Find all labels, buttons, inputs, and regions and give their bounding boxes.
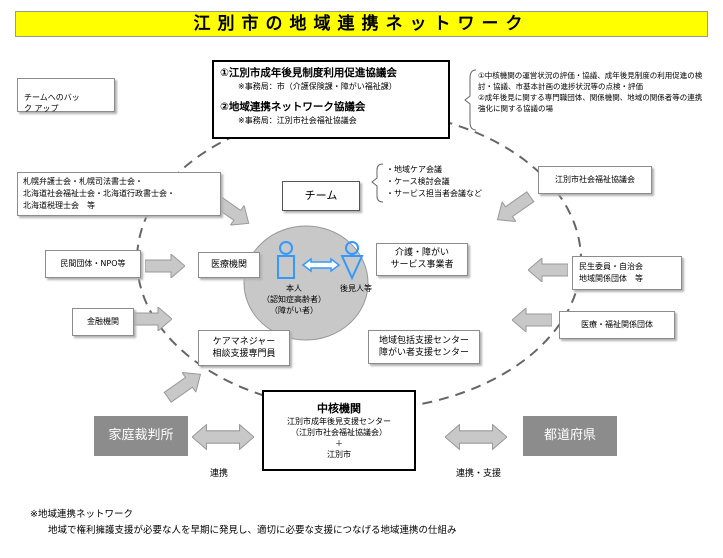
- guardian-label: 後見人等: [340, 284, 372, 293]
- social-welfare-council: 江別市社会福祉協議会: [538, 166, 652, 194]
- medical-institution: 医療機関: [198, 252, 260, 278]
- professional-associations: 札幌弁護士会・札幌司法書士会・ 北海道社会福祉士会・北海道行政書士会・ 北海道税…: [17, 172, 221, 216]
- person-label: 本人 （認知症高齢者） （障がい者）: [262, 284, 326, 315]
- footer-heading: ※地域連携ネットワーク: [30, 509, 133, 520]
- core-body: 江別市成年後見支援センター （江別市社会福祉協議会） ＋ 江別市: [287, 417, 391, 459]
- support-center: 地域包括支援センター 障がい者支援センター: [368, 330, 480, 364]
- care-manager: ケアマネジャー 相談支援専門員: [198, 330, 290, 366]
- team-label: チーム: [282, 181, 360, 211]
- financial-institutions: 金融機関: [72, 308, 134, 336]
- core-title: 中核機関: [317, 402, 361, 415]
- prefecture-link-label: 連携・支援: [456, 469, 502, 479]
- legend-label: チームへのバック アップ: [24, 93, 80, 113]
- connection-arrow: [301, 257, 341, 273]
- volunteers-groups: 民生委員・自治会 地域関係団体 等: [572, 256, 682, 290]
- council-1-office: ※事務局：市（介護保険課・障がい福祉課）: [238, 82, 397, 91]
- council-1-name: ①江別市成年後見制度利用促進協議会: [220, 67, 397, 79]
- medical-welfare-groups: 医療・福祉関係団体: [559, 311, 675, 339]
- npo-groups: 民間団体・NPO等: [45, 250, 141, 278]
- prefecture: 都道府県: [523, 416, 617, 456]
- council-notes: ①中核機関の運営状況の評価・協議、成年後見制度の利用促進の検討・協議、市基本計画…: [478, 71, 703, 113]
- guardian-icon: [340, 241, 364, 281]
- council-2-office: ※事務局：江別市社会福祉協議会: [238, 116, 357, 125]
- core-institution: 中核機関 江別市成年後見支援センター （江別市社会福祉協議会） ＋ 江別市: [262, 390, 416, 471]
- team-circle: [243, 225, 369, 341]
- council-2-name: ②地域連携ネットワーク協議会: [220, 101, 366, 113]
- footer-text: 地域で権利擁護支援が必要な人を早期に発見し、適切に必要な支援につなげる地域連携の…: [48, 525, 457, 536]
- person-icon: [277, 241, 295, 279]
- team-meetings: ・地域ケア会議 ・ケース検討会議 ・サービス担当者会議など: [386, 165, 482, 198]
- court-link-label: 連携: [210, 469, 229, 479]
- council-box: ①江別市成年後見制度利用促進協議会 ※事務局：市（介護保険課・障がい福祉課） ②…: [212, 60, 450, 139]
- page-title: 江別市の地域連携ネットワーク: [15, 11, 708, 37]
- care-service-provider: 介護・障がい サービス事業者: [376, 243, 468, 276]
- legend-box: チームへのバック アップ: [17, 78, 115, 113]
- family-court: 家庭裁判所: [94, 416, 188, 456]
